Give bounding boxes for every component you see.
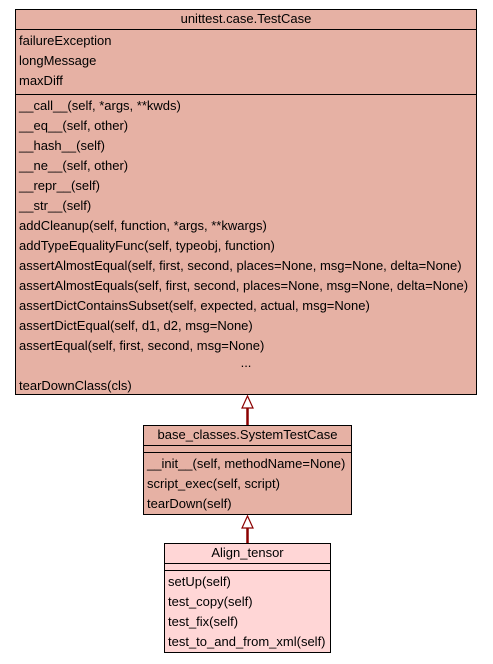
attribute-item: failureException (19, 33, 112, 48)
class-title: unittest.case.TestCase (16, 10, 476, 30)
class-title: base_classes.SystemTestCase (144, 426, 351, 446)
method-item: assertEqual(self, first, second, msg=Non… (19, 338, 265, 353)
methods-ellipsis: ... (240, 355, 252, 370)
attributes-section (165, 564, 330, 571)
class-testcase[interactable]: unittest.case.TestCase failureException … (15, 9, 477, 395)
method-item: assertAlmostEquals(self, first, second, … (19, 278, 469, 293)
class-align-tensor[interactable]: Align_tensor setUp(self) test_copy(self)… (164, 543, 331, 653)
method-item: __str__(self) (19, 198, 92, 213)
method-item: __ne__(self, other) (19, 158, 129, 173)
method-item: assertDictContainsSubset(self, expected,… (19, 298, 370, 313)
inheritance-arrow-align-tensor-to-systemtestcase (241, 514, 254, 543)
method-item: assertDictEqual(self, d1, d2, msg=None) (19, 318, 253, 333)
methods-section: setUp(self) test_copy(self) test_fix(sel… (165, 571, 330, 655)
method-item: test_to_and_from_xml(self) (168, 634, 326, 649)
method-item: test_fix(self) (168, 614, 239, 629)
attributes-section (144, 446, 351, 453)
attribute-item: longMessage (19, 53, 97, 68)
method-item: __init__(self, methodName=None) (147, 456, 346, 471)
methods-section: __init__(self, methodName=None) script_e… (144, 453, 351, 517)
class-title: Align_tensor (165, 544, 330, 564)
method-item: addCleanup(self, function, *args, **kwar… (19, 218, 267, 233)
method-item: __repr__(self) (19, 178, 100, 193)
class-systemtestcase[interactable]: base_classes.SystemTestCase __init__(sel… (143, 425, 352, 515)
method-item: tearDown(self) (147, 496, 232, 511)
method-item: __call__(self, *args, **kwds) (19, 98, 181, 113)
method-item: setUp(self) (168, 574, 231, 589)
method-item: tearDownClass(cls) (19, 378, 132, 393)
methods-section: __call__(self, *args, **kwds) __eq__(sel… (16, 95, 476, 399)
method-item: addTypeEqualityFunc(self, typeobj, funct… (19, 238, 275, 253)
inheritance-arrow-systemtestcase-to-testcase (241, 394, 254, 425)
attribute-item: maxDiff (19, 73, 63, 88)
method-item: script_exec(self, script) (147, 476, 280, 491)
method-item: __eq__(self, other) (19, 118, 129, 133)
attributes-section: failureException longMessage maxDiff (16, 30, 476, 95)
method-item: test_copy(self) (168, 594, 253, 609)
method-item: __hash__(self) (19, 138, 105, 153)
method-item: assertAlmostEqual(self, first, second, p… (19, 258, 462, 273)
